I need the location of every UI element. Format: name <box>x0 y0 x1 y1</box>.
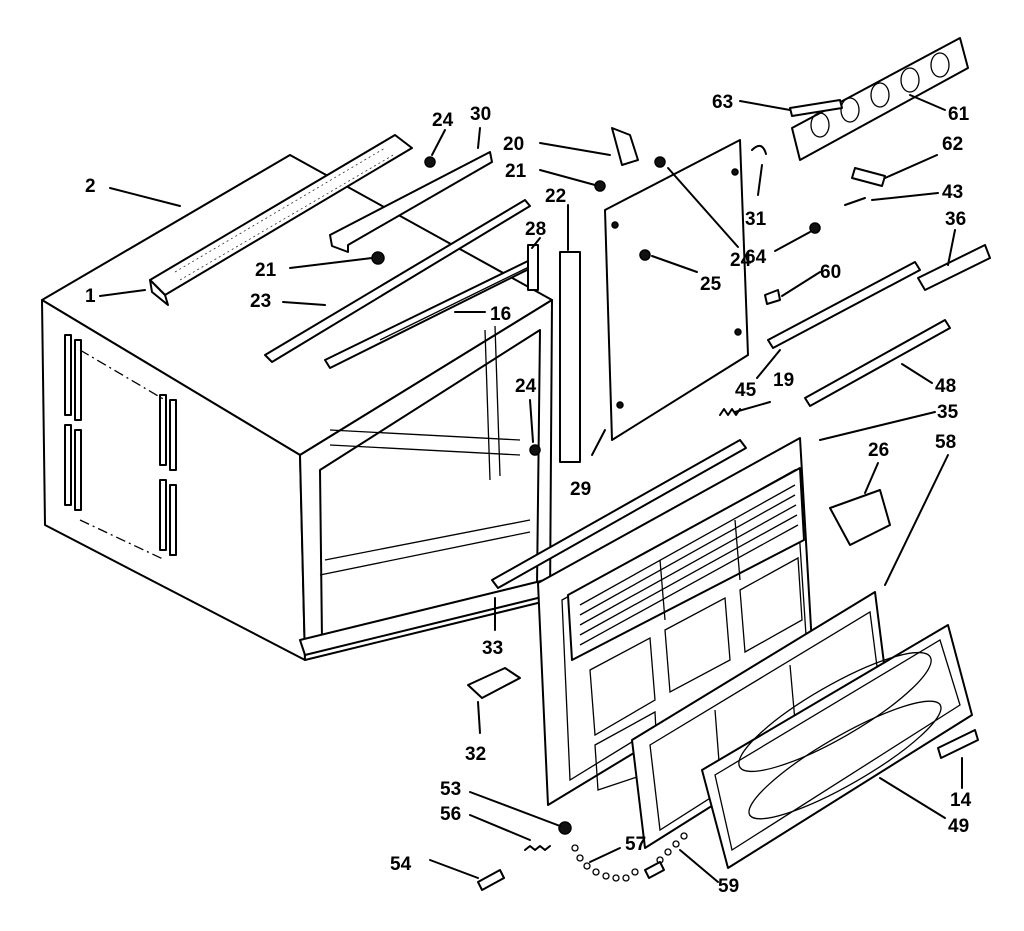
louver-slide <box>791 37 969 161</box>
callout-20: 20 <box>503 134 524 155</box>
leader-lines <box>99 94 963 883</box>
callout-1: 1 <box>85 286 96 307</box>
callout-31: 31 <box>745 209 767 230</box>
callout-21: 21 <box>255 260 277 281</box>
callout-62: 62 <box>942 134 963 155</box>
callout-29: 29 <box>570 479 591 500</box>
screw-icon <box>529 444 541 456</box>
callout-59: 59 <box>718 876 739 897</box>
callout-64: 64 <box>745 247 767 268</box>
chain <box>571 832 688 882</box>
damper-rod <box>804 319 951 407</box>
callout-21: 21 <box>505 161 527 182</box>
callout-43: 43 <box>942 182 963 203</box>
callout-56: 56 <box>440 804 461 825</box>
callout-23: 23 <box>250 291 271 312</box>
control-bracket <box>829 489 891 546</box>
callout-22: 22 <box>545 186 566 207</box>
callout-63: 63 <box>712 92 733 113</box>
callout-30: 30 <box>470 104 491 125</box>
callout-19: 19 <box>773 370 794 391</box>
front-cover <box>701 624 973 869</box>
damper-rod <box>767 261 921 349</box>
screw-icon <box>424 156 436 168</box>
callout-14: 14 <box>950 790 972 811</box>
callout-24: 24 <box>730 250 752 271</box>
callout-16: 16 <box>490 304 511 325</box>
callout-25: 25 <box>700 274 722 295</box>
grille-seal <box>491 439 747 589</box>
callout-26: 26 <box>868 440 889 461</box>
back-panel <box>604 139 749 441</box>
callout-28: 28 <box>525 219 546 240</box>
callout-24: 24 <box>432 110 454 131</box>
screw-icon <box>594 180 606 192</box>
callout-60: 60 <box>820 262 841 283</box>
callout-49: 49 <box>948 816 969 837</box>
cabinet-shell <box>41 154 553 661</box>
screw-icon <box>371 251 385 265</box>
callout-2: 2 <box>85 176 96 197</box>
callout-labels: 2 1 24 30 20 21 22 28 21 23 16 24 31 24 … <box>85 92 972 897</box>
callout-35: 35 <box>937 402 959 423</box>
callout-33: 33 <box>482 638 503 659</box>
side-channel <box>559 251 581 463</box>
callout-48: 48 <box>935 376 956 397</box>
callout-53: 53 <box>440 779 461 800</box>
callout-61: 61 <box>948 104 970 125</box>
callout-32: 32 <box>465 744 486 765</box>
cabinet-vents <box>64 334 177 556</box>
callout-36: 36 <box>945 209 966 230</box>
callout-54: 54 <box>390 854 412 875</box>
foam-strip <box>149 134 413 306</box>
callout-45: 45 <box>735 380 757 401</box>
callout-24: 24 <box>515 376 537 397</box>
mounting-bracket <box>329 151 493 253</box>
callout-58: 58 <box>935 432 956 453</box>
angle-rail <box>264 199 531 363</box>
callout-57: 57 <box>625 834 646 855</box>
